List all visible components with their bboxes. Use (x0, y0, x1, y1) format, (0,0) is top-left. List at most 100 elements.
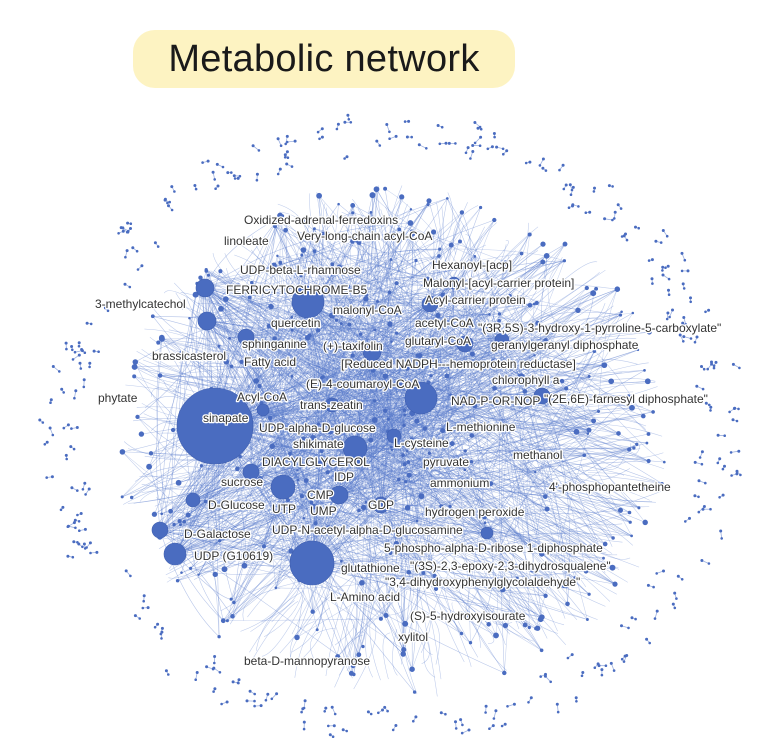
network-node (515, 576, 519, 580)
network-node (302, 516, 306, 520)
network-node (475, 299, 480, 303)
network-node (235, 283, 242, 289)
network-edge (402, 363, 432, 377)
network-node (348, 670, 354, 676)
network-edge (241, 361, 340, 496)
network-edge (214, 314, 621, 427)
network-node (620, 310, 623, 314)
network-node (502, 670, 507, 676)
network-node (317, 509, 321, 513)
network-edge (192, 499, 564, 587)
network-edge (159, 485, 557, 531)
peripheral-node (731, 418, 735, 422)
network-edge (245, 336, 530, 628)
network-edge (174, 212, 372, 555)
network-node (217, 635, 221, 639)
network-node (415, 353, 420, 358)
peripheral-node (625, 654, 629, 657)
peripheral-node (129, 227, 132, 230)
peripheral-node (710, 360, 713, 364)
network-edge (204, 248, 440, 289)
peripheral-node (438, 142, 442, 146)
network-edge (214, 355, 535, 427)
network-node (412, 690, 417, 694)
peripheral-node (701, 387, 705, 391)
network-edge (465, 450, 488, 534)
network-edge (338, 454, 585, 496)
network-edge (352, 502, 368, 666)
network-edge (204, 287, 546, 597)
peripheral-node (671, 602, 675, 606)
network-node (347, 384, 351, 388)
network-edge (411, 328, 558, 670)
network-node (402, 423, 406, 427)
peripheral-node (666, 264, 670, 268)
network-edge (260, 395, 543, 479)
network-edge (282, 486, 506, 626)
network-node (371, 417, 378, 424)
network-edge (245, 267, 316, 341)
network-edge (387, 259, 392, 432)
peripheral-node (142, 599, 145, 603)
network-edge (463, 226, 539, 330)
peripheral-node (719, 529, 723, 533)
network-edge (354, 255, 547, 449)
network-edge (484, 447, 635, 523)
peripheral-node (581, 671, 585, 674)
network-edge (159, 349, 639, 531)
network-edge (237, 445, 356, 470)
network-edge (580, 464, 631, 481)
network-node (447, 365, 452, 370)
network-node (175, 479, 182, 486)
peripheral-node (70, 486, 74, 490)
network-edge (314, 250, 395, 437)
network-edge (192, 299, 227, 501)
network-edge (282, 388, 495, 488)
peripheral-node (330, 705, 334, 709)
peripheral-node (78, 529, 81, 532)
network-node (507, 293, 512, 298)
network-edge (547, 260, 565, 330)
network-edge (272, 349, 639, 458)
network-node (472, 403, 478, 409)
network-edge (417, 300, 478, 356)
network-edge (539, 255, 547, 397)
network-edge (204, 215, 283, 289)
network-edge (506, 288, 537, 304)
network-edge (299, 241, 324, 272)
network-edge (219, 431, 389, 542)
network-edge (298, 351, 373, 431)
network-edge (393, 351, 595, 437)
network-edge (204, 287, 364, 647)
network-edge (530, 423, 663, 439)
peripheral-node (708, 403, 711, 407)
peripheral-node (88, 365, 91, 369)
network-edge (251, 282, 412, 440)
title-banner: Metabolic network (133, 30, 515, 88)
peripheral-node (676, 574, 680, 578)
network-edge (501, 339, 612, 382)
hub-node (291, 285, 325, 319)
peripheral-node (251, 144, 255, 148)
network-edge (350, 312, 397, 346)
network-edge (263, 404, 333, 547)
network-node (409, 229, 415, 235)
peripheral-node (662, 569, 665, 573)
network-node (241, 562, 248, 569)
peripheral-node (689, 337, 693, 340)
network-edge (384, 188, 422, 399)
network-edge (174, 261, 543, 555)
peripheral-node (232, 174, 236, 178)
network-edge (250, 471, 408, 509)
network-edge (325, 234, 530, 404)
node-label: 3-methylcatechol (95, 297, 186, 311)
network-edge (210, 516, 485, 556)
network-edge (455, 256, 509, 335)
network-edge (174, 483, 663, 555)
network-node (423, 338, 427, 342)
network-edge (474, 256, 518, 515)
peripheral-node (77, 344, 81, 348)
network-edge (223, 282, 455, 621)
hub-node (421, 295, 439, 313)
network-node (586, 432, 590, 435)
